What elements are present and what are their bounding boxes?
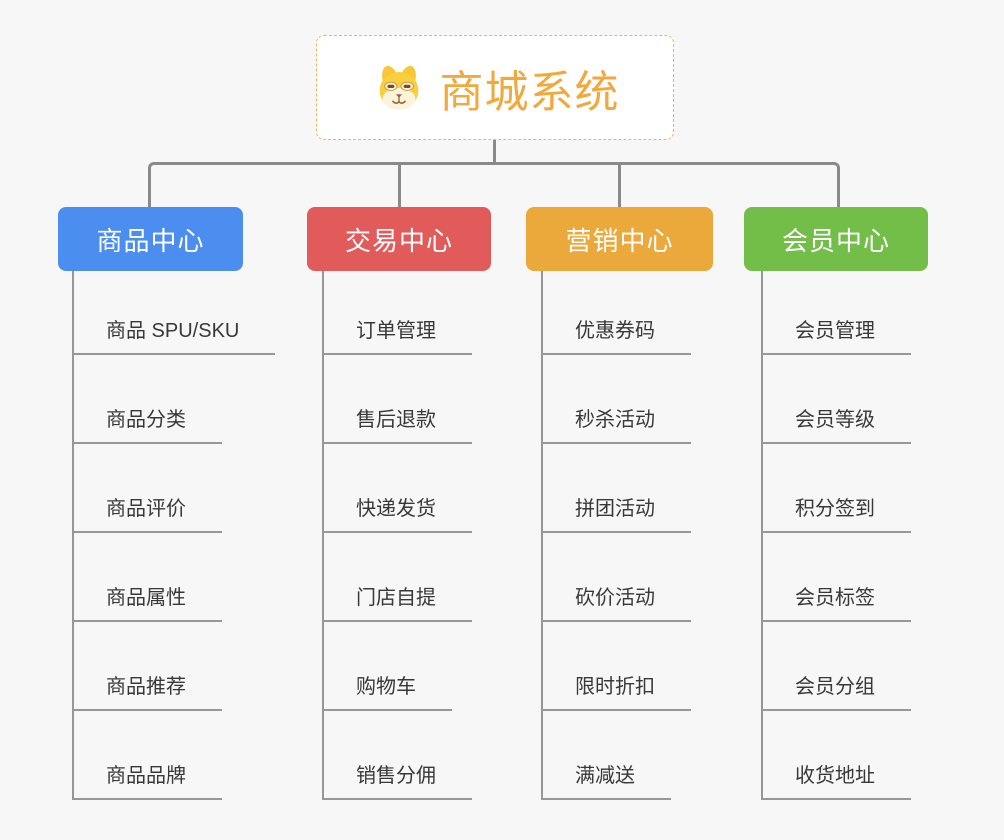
leaf-node[interactable]: 优惠券码: [541, 317, 691, 355]
leaf-node[interactable]: 会员等级: [761, 406, 911, 444]
branch-node-trade[interactable]: 交易中心: [307, 207, 491, 271]
leaf-node[interactable]: 商品评价: [72, 495, 222, 533]
branch-label: 会员中心: [781, 225, 890, 256]
root-node[interactable]: 商城系统: [316, 35, 674, 140]
leaf-node[interactable]: 拼团活动: [541, 495, 691, 533]
shiba-dog-icon: [371, 63, 427, 113]
branch-node-marketing[interactable]: 营销中心: [526, 207, 713, 271]
root-title: 商城系统: [439, 67, 620, 117]
connector-drop-marketing: [618, 165, 621, 207]
leaf-node[interactable]: 商品 SPU/SKU: [72, 317, 276, 355]
leaf-node[interactable]: 会员标签: [761, 584, 911, 622]
leaf-node[interactable]: 订单管理: [322, 317, 472, 355]
leaf-node[interactable]: 门店自提: [322, 584, 472, 622]
leaf-node[interactable]: 购物车: [322, 673, 452, 711]
leaf-node[interactable]: 满减送: [541, 762, 671, 800]
leaf-node[interactable]: 积分签到: [761, 495, 911, 533]
branch-label: 营销中心: [565, 225, 674, 256]
leaf-node[interactable]: 会员管理: [761, 317, 911, 355]
leaf-node[interactable]: 收货地址: [761, 762, 911, 800]
leaf-node[interactable]: 会员分组: [761, 673, 911, 711]
leaf-node[interactable]: 商品推荐: [72, 673, 222, 711]
connector-trunk: [322, 271, 324, 799]
branch-node-product[interactable]: 商品中心: [58, 207, 243, 271]
connector-trunk: [541, 271, 543, 799]
connector-branch-bus: [148, 162, 840, 207]
branch-node-member[interactable]: 会员中心: [744, 207, 928, 271]
leaf-node[interactable]: 商品分类: [72, 406, 222, 444]
connector-trunk: [72, 271, 74, 799]
branch-label: 商品中心: [96, 225, 205, 256]
leaf-node[interactable]: 秒杀活动: [541, 406, 691, 444]
leaf-node[interactable]: 砍价活动: [541, 584, 691, 622]
leaf-node[interactable]: 售后退款: [322, 406, 472, 444]
leaf-node[interactable]: 商品属性: [72, 584, 222, 622]
leaf-node[interactable]: 限时折扣: [541, 673, 691, 711]
leaf-node[interactable]: 快递发货: [322, 495, 472, 533]
branch-label: 交易中心: [344, 225, 453, 256]
connector-root-stem: [493, 140, 496, 164]
leaf-node[interactable]: 销售分佣: [322, 762, 472, 800]
connector-drop-trade: [398, 165, 401, 207]
leaf-node[interactable]: 商品品牌: [72, 762, 222, 800]
connector-trunk: [761, 271, 763, 799]
